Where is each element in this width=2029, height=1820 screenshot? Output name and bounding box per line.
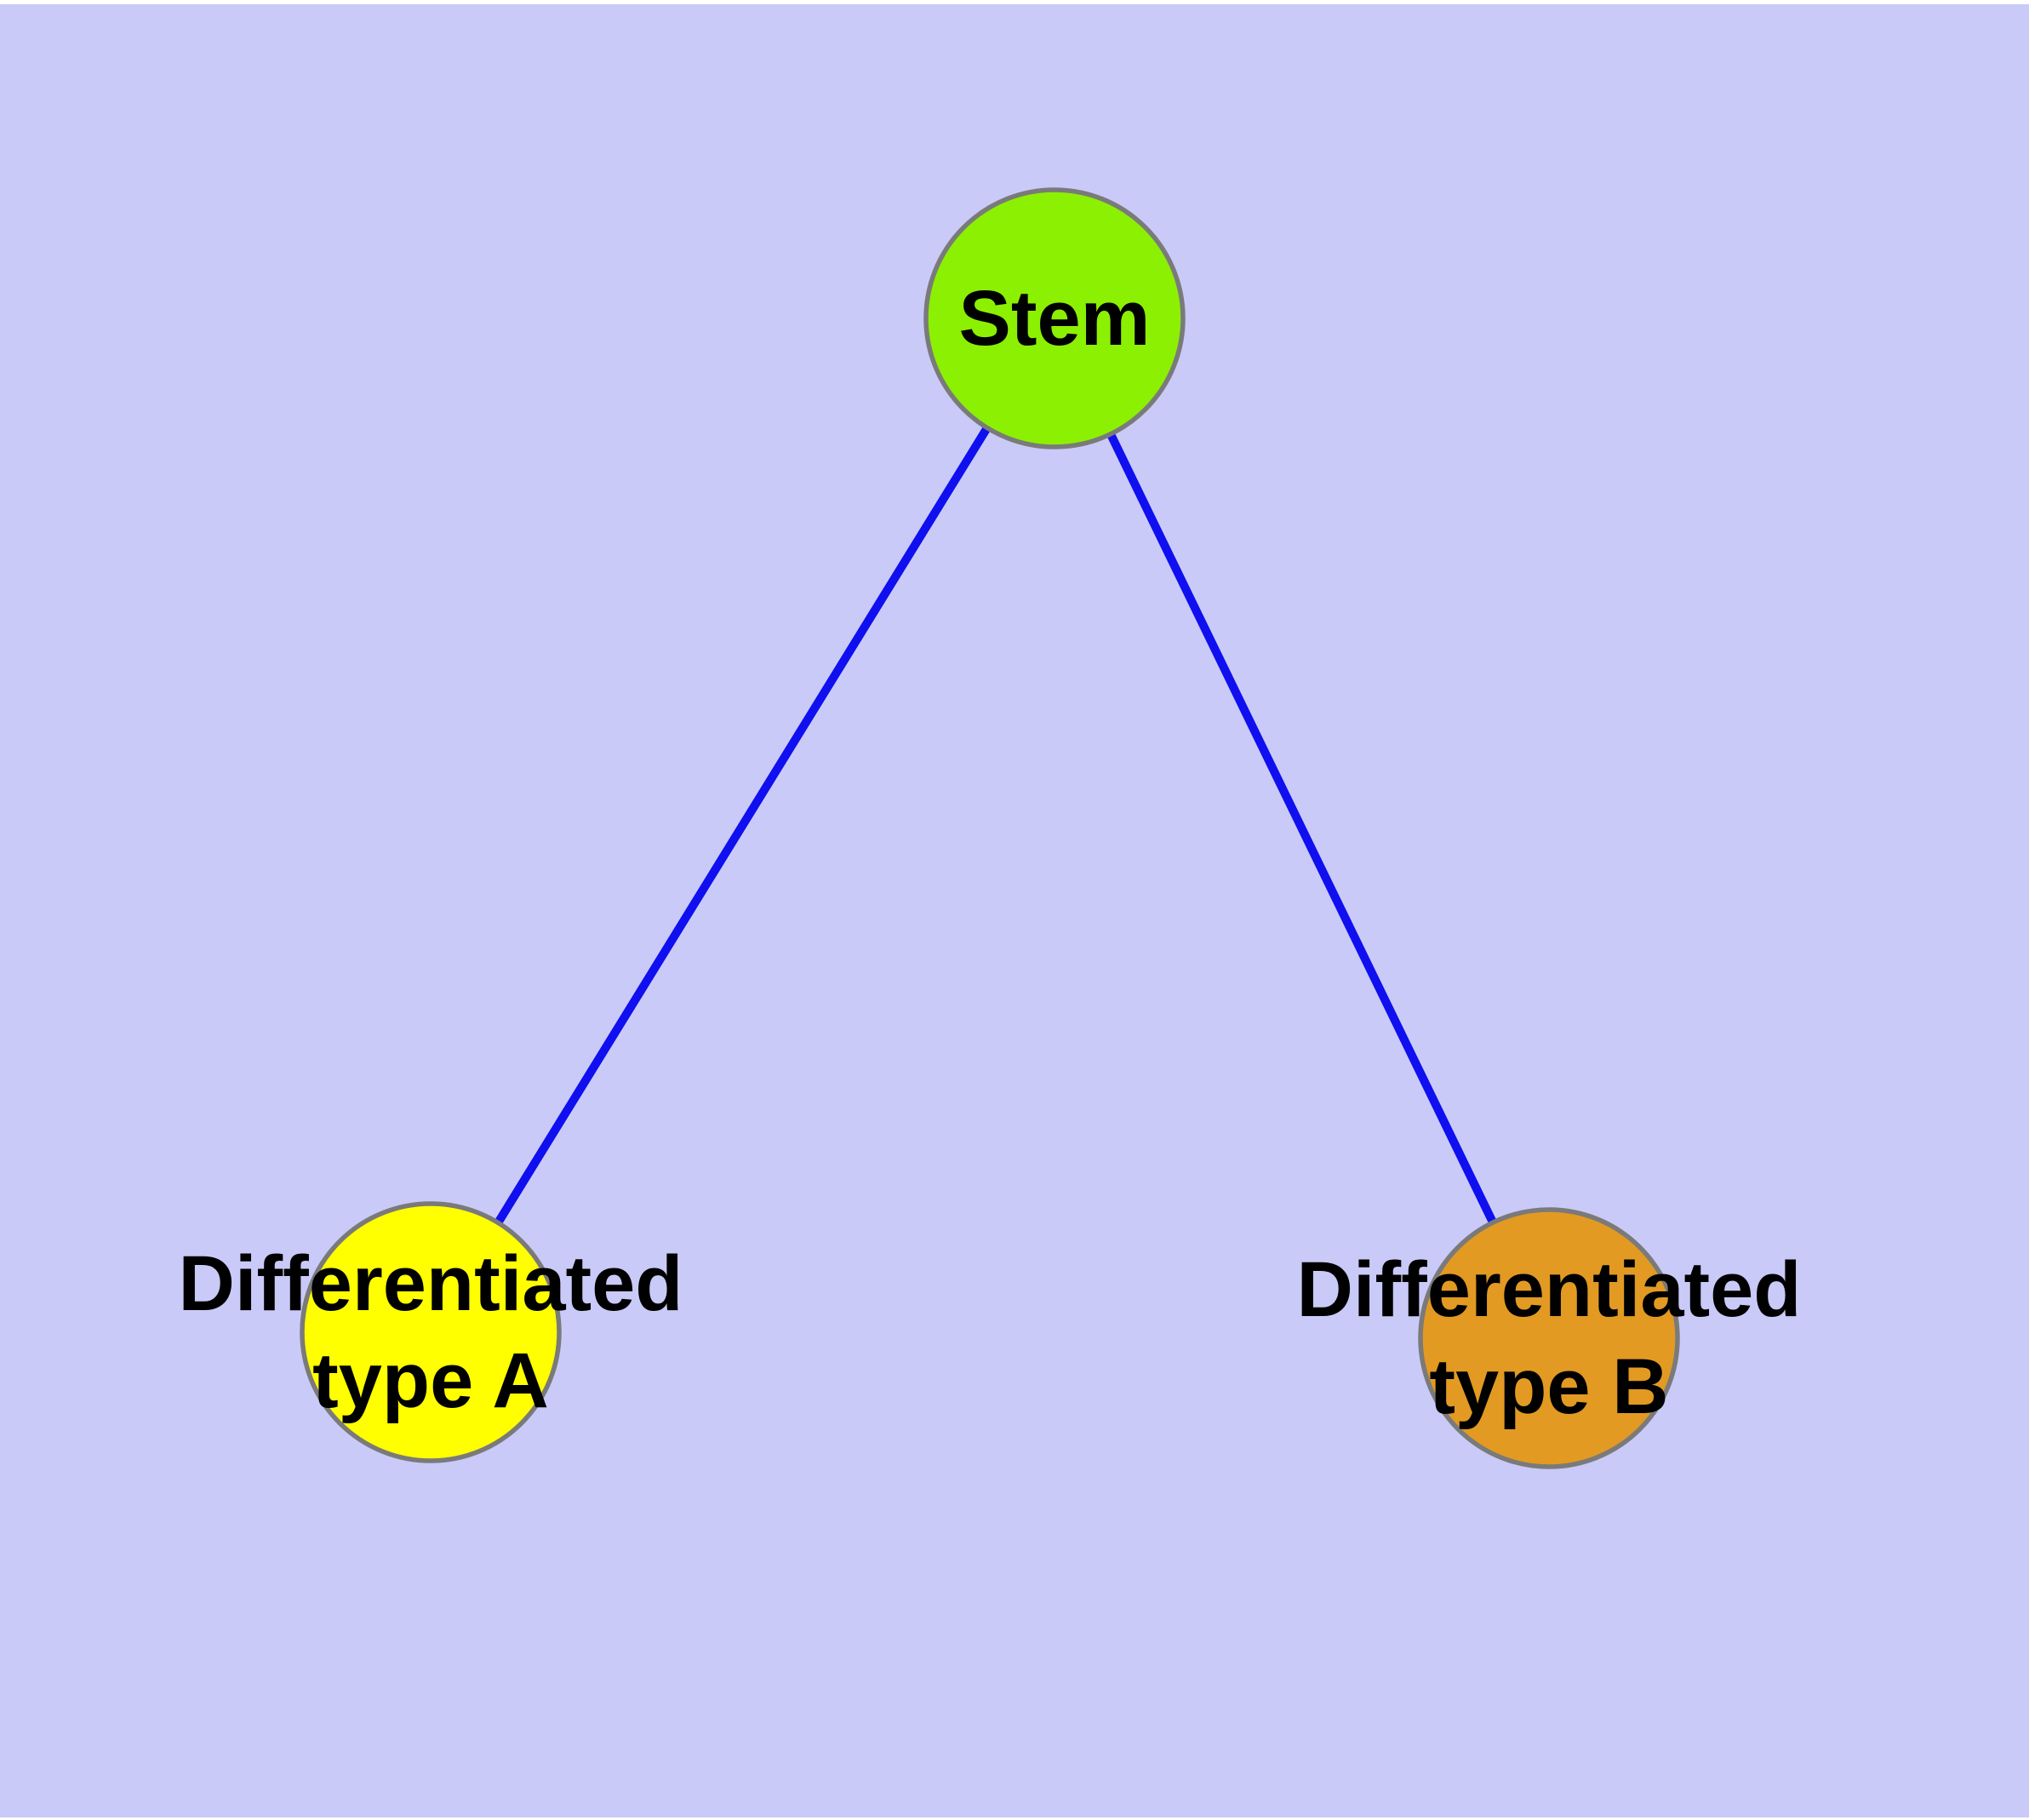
node-label-typeA-line1: Differentiated [179,1240,683,1327]
nodes-layer [300,187,1680,1469]
node-label-typeB-line2: type B [1429,1343,1668,1430]
node-stem [923,187,1186,449]
node-typeA [300,1201,562,1463]
node-label-typeB-line1: Differentiated [1297,1246,1802,1333]
node-typeB [1418,1207,1680,1469]
edges-layer [426,316,1553,1341]
edge-stem-typeA [426,316,1059,1335]
node-label-stem-line1: Stem [959,275,1151,362]
edge-stem-typeB [1050,316,1553,1341]
node-label-typeA-line2: type A [312,1337,549,1424]
